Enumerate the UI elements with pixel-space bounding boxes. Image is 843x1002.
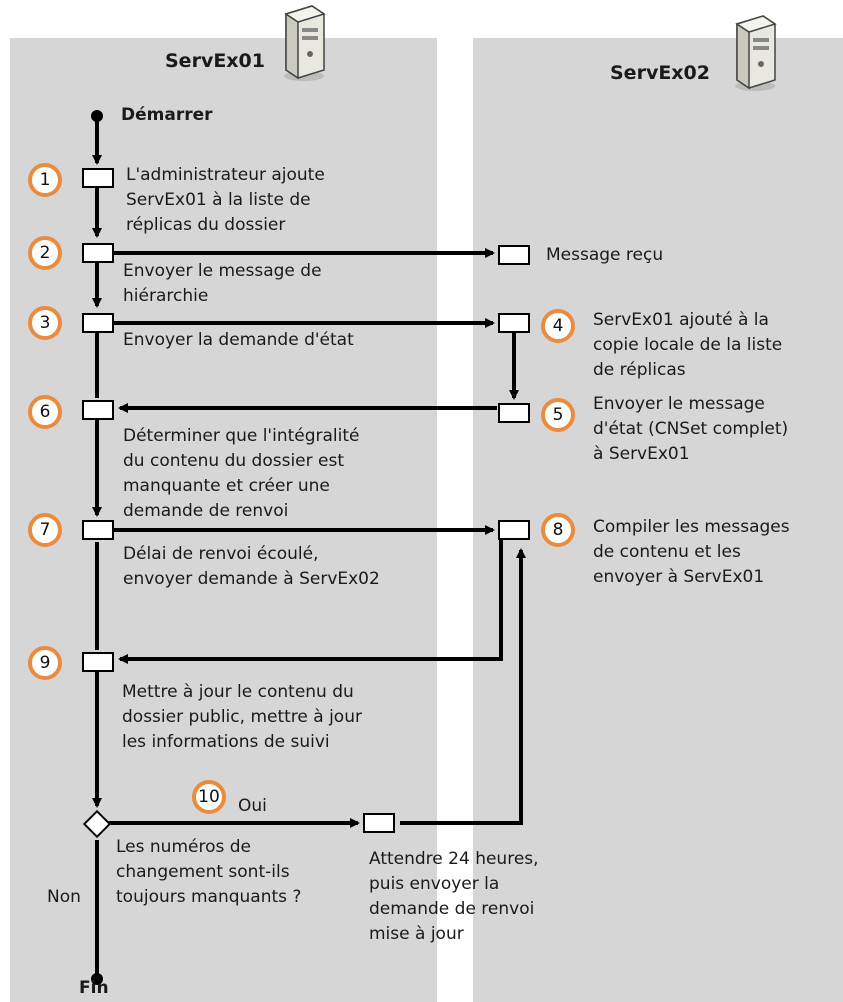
end-node [91,973,103,985]
activity-box-10 [363,813,395,833]
step-badge-2: 2 [28,236,62,270]
step-text-10: Attendre 24 heures, puis envoyer la dema… [369,849,539,944]
step-text-1: L'administrateur ajoute ServEx01 à la li… [126,165,325,235]
activity-box-3 [82,313,114,333]
step-badge-9: 9 [28,646,62,680]
activity-box-9 [82,652,114,672]
step-badge-4: 4 [541,309,575,343]
message-received-box [498,245,530,265]
step-text-6: Déterminer que l'intégralité du contenu … [123,426,360,521]
step-badge-1: 1 [28,163,62,197]
activity-box-8 [498,520,530,540]
step-badge-5: 5 [541,398,575,432]
end-label: Fin [79,978,109,998]
activity-box-6 [82,400,114,420]
decision-question: Les numéros de changement sont-ils toujo… [116,837,302,907]
step-badge-8: 8 [541,513,575,547]
server-icon [735,15,777,91]
activity-box-2 [82,243,114,263]
step-badge-10: 10 [192,780,226,814]
activity-box-4 [498,313,530,333]
start-node [91,110,103,122]
activity-box-5 [498,403,530,423]
decision-no-label: Non [47,887,81,907]
swimlane-servex01 [10,38,437,1002]
swimlane-servex02 [473,38,843,1002]
activity-box-7 [82,520,114,540]
server-icon [284,5,326,81]
server-title-right: ServEx02 [610,62,711,84]
step-text-9: Mettre à jour le contenu du dossier publ… [122,682,362,752]
decision-yes-label: Oui [238,796,267,816]
step-badge-3: 3 [28,306,62,340]
message-received-label: Message reçu [546,245,664,265]
step-text-4: ServEx01 ajouté à la copie locale de la … [593,310,783,380]
step-text-3: Envoyer la demande d'état [123,330,354,350]
step-text-7: Délai de renvoi écoulé, envoyer demande … [123,544,380,589]
step-text-8: Compiler les messages de contenu et les … [593,517,790,587]
step-text-5: Envoyer le message d'état (CNSet complet… [593,394,789,464]
step-text-2: Envoyer le message de hiérarchie [123,261,322,306]
server-title-left: ServEx01 [165,50,266,72]
activity-box-1 [82,168,114,188]
start-label: Démarrer [121,105,213,125]
step-badge-6: 6 [28,395,62,429]
step-badge-7: 7 [28,513,62,547]
